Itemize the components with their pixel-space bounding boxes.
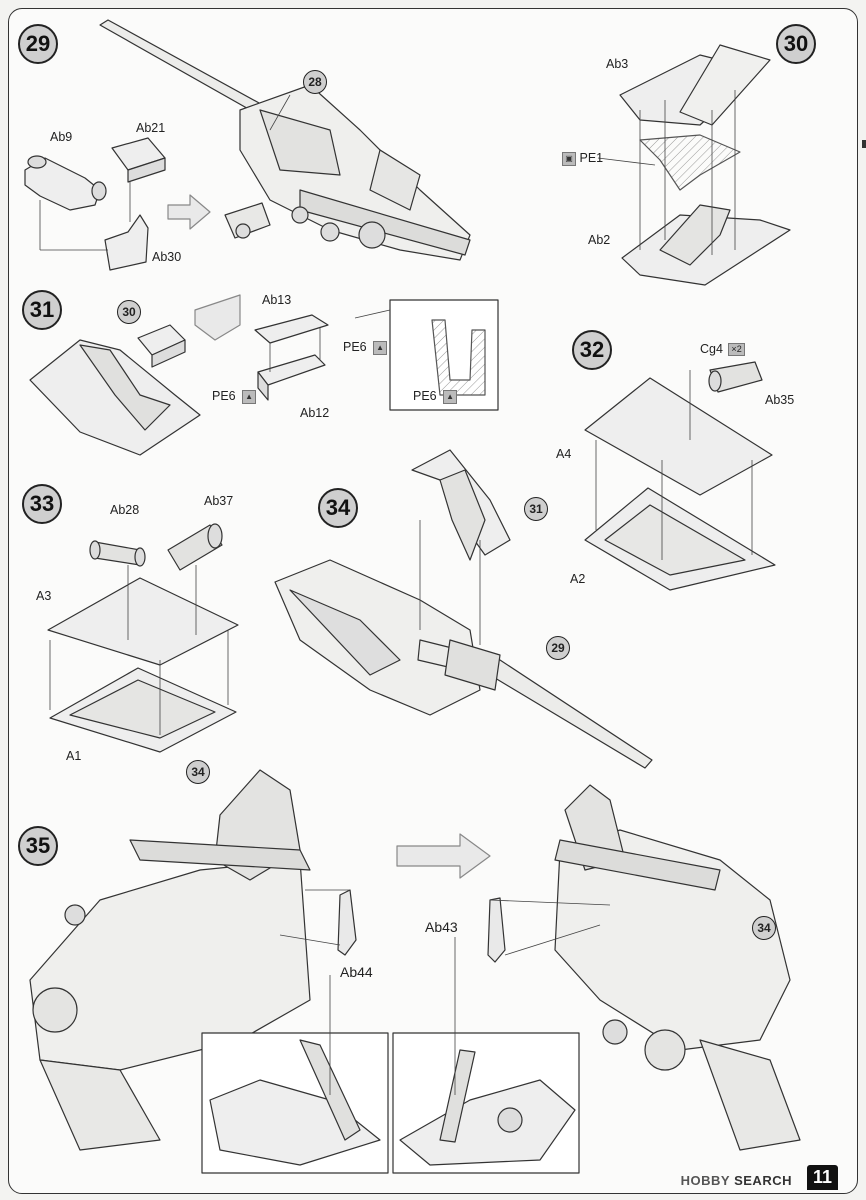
part-label: Ab3 xyxy=(606,57,629,71)
part-label: Ab9 xyxy=(50,130,73,144)
photo-etch-icon: ▣ xyxy=(562,151,576,166)
watermark-brand: HOBBY xyxy=(680,1173,731,1188)
photo-etch-icon: ▲ xyxy=(242,389,257,404)
part-label: Ab13 xyxy=(262,293,292,307)
part-label: PE6 xyxy=(343,340,367,354)
part-label: Ab30 xyxy=(152,250,182,264)
step-number: 31 xyxy=(22,290,62,330)
part-label: Ab37 xyxy=(204,494,234,508)
part-label: Ab35 xyxy=(765,393,795,407)
part-label: Ab44 xyxy=(340,964,373,980)
step-number: 29 xyxy=(18,24,58,64)
step-number: 35 xyxy=(18,826,58,866)
reference-step: 28 xyxy=(303,70,327,94)
part-label-pe6: PE6 ▲ xyxy=(343,340,388,355)
part-label: PE6 xyxy=(413,389,437,403)
part-label: Cg4 xyxy=(700,342,723,356)
part-label: A4 xyxy=(556,447,572,461)
part-label-cg4: Cg4 ×2 xyxy=(700,342,745,357)
part-label: A1 xyxy=(66,749,82,763)
reference-step: 34 xyxy=(752,916,776,940)
reference-step: 31 xyxy=(524,497,548,521)
page-edge-mark xyxy=(862,140,866,148)
step-number: 33 xyxy=(22,484,62,524)
reference-step: 29 xyxy=(546,636,570,660)
part-label-pe1: ▣ PE1 xyxy=(559,151,603,166)
part-label: Ab28 xyxy=(110,503,140,517)
part-label: PE1 xyxy=(579,151,604,165)
part-label: A3 xyxy=(36,589,52,603)
reference-step: 30 xyxy=(117,300,141,324)
photo-etch-icon: ▲ xyxy=(443,389,458,404)
step-number: 34 xyxy=(318,488,358,528)
page-number: 11 xyxy=(806,1165,838,1190)
part-label: PE6 xyxy=(212,389,236,403)
step-number: 30 xyxy=(776,24,816,64)
part-label: Ab21 xyxy=(136,121,166,135)
part-label: Ab43 xyxy=(425,919,458,935)
quantity-badge: ×2 xyxy=(728,343,745,357)
step-number: 32 xyxy=(572,330,612,370)
reference-step: 34 xyxy=(186,760,210,784)
part-label: Ab12 xyxy=(300,406,330,420)
part-label: Ab2 xyxy=(588,233,611,247)
part-label-pe6: PE6 ▲ xyxy=(212,389,257,404)
part-label: A2 xyxy=(570,572,586,586)
part-label-pe6: PE6 ▲ xyxy=(413,389,458,404)
photo-etch-icon: ▲ xyxy=(373,340,388,355)
watermark-search: SEARCH xyxy=(734,1173,792,1188)
